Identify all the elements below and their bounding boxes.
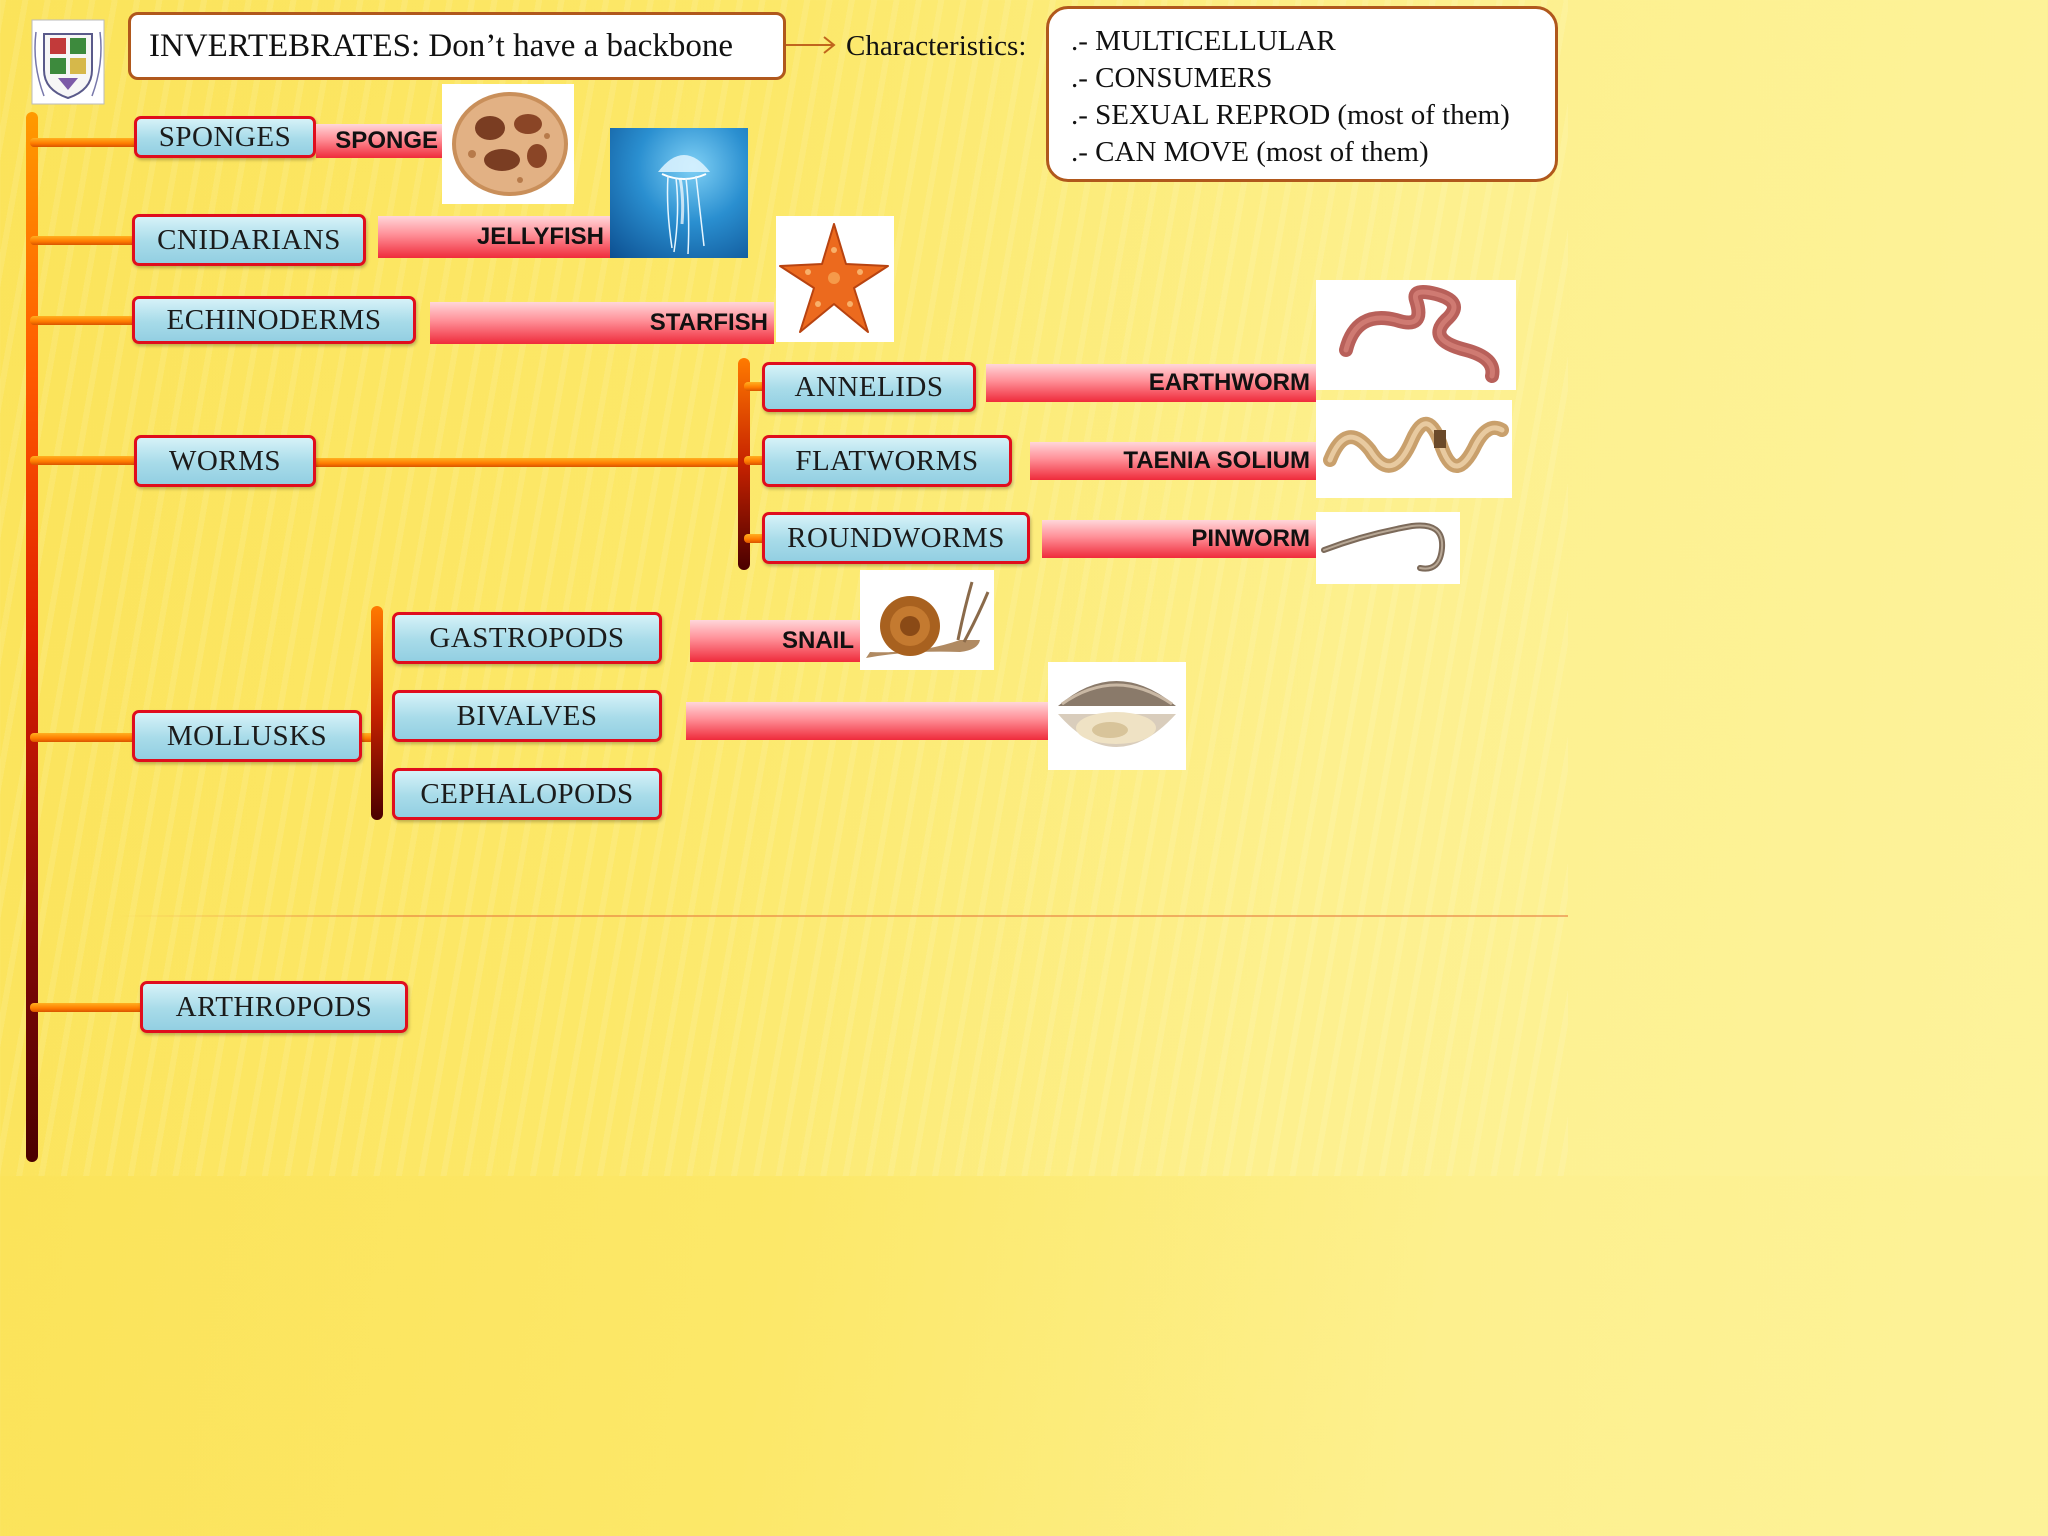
example-bar-bivalve xyxy=(686,702,1050,740)
worms-spine xyxy=(738,358,750,570)
example-label: EARTHWORM xyxy=(1148,369,1310,396)
snail-image xyxy=(860,570,994,670)
group-cnidarians[interactable]: CNIDARIANS xyxy=(132,214,366,266)
earthworm-image xyxy=(1316,280,1516,390)
subgroup-gastropods[interactable]: GASTROPODS xyxy=(392,612,662,664)
subgroup-bivalves[interactable]: BIVALVES xyxy=(392,690,662,742)
main-spine xyxy=(26,112,38,1162)
example-label: JELLYFISH xyxy=(476,223,604,250)
example-label: STARFISH xyxy=(649,309,768,336)
sponge-image xyxy=(442,84,574,204)
branch-connector xyxy=(744,534,766,543)
characteristic-item: .- MULTICELLULAR xyxy=(1071,25,1336,57)
group-label: WORMS xyxy=(168,444,282,477)
group-label: CNIDARIANS xyxy=(157,223,341,256)
worms-connector xyxy=(312,458,744,467)
subgroup-annelids[interactable]: ANNELIDS xyxy=(762,362,976,412)
mollusks-connector xyxy=(356,733,378,742)
characteristic-item: .- CONSUMERS xyxy=(1071,62,1273,94)
example-bar-sponge: SPONGE xyxy=(316,124,444,158)
group-worms[interactable]: WORMS xyxy=(134,435,316,487)
subgroup-flatworms[interactable]: FLATWORMS xyxy=(762,435,1012,487)
taenia-image xyxy=(1316,400,1512,498)
example-label: SPONGE xyxy=(335,127,438,154)
subgroup-label: ROUNDWORMS xyxy=(787,521,1005,554)
branch-connector xyxy=(744,456,766,465)
subgroup-label: CEPHALOPODS xyxy=(420,777,634,810)
group-arthropods[interactable]: ARTHROPODS xyxy=(140,981,408,1033)
example-label: SNAIL xyxy=(782,627,854,654)
starfish-image xyxy=(776,216,894,342)
example-bar-snail: SNAIL xyxy=(690,620,860,662)
characteristics-label: Characteristics: xyxy=(846,30,1027,62)
subgroup-roundworms[interactable]: ROUNDWORMS xyxy=(762,512,1030,564)
page-title: INVERTEBRATES: Don’t have a backbone xyxy=(128,12,786,80)
characteristics-box: .- MULTICELLULAR .- CONSUMERS .- SEXUAL … xyxy=(1046,6,1558,182)
group-label: ECHINODERMS xyxy=(166,303,382,336)
example-bar-starfish: STARFISH xyxy=(430,302,774,344)
school-logo xyxy=(30,18,106,106)
page-title-text: INVERTEBRATES: Don’t have a backbone xyxy=(149,27,733,64)
group-label: ARTHROPODS xyxy=(175,990,373,1023)
subgroup-label: ANNELIDS xyxy=(794,370,944,403)
branch-connector xyxy=(744,382,768,391)
example-label: TAENIA SOLIUM xyxy=(1123,447,1310,474)
group-label: SPONGES xyxy=(158,120,292,153)
clam-image xyxy=(1048,662,1186,770)
branch-connector xyxy=(30,138,140,147)
group-echinoderms[interactable]: ECHINODERMS xyxy=(132,296,416,344)
subgroup-cephalopods[interactable]: CEPHALOPODS xyxy=(392,768,662,820)
example-bar-jellyfish: JELLYFISH xyxy=(378,216,610,258)
branch-connector xyxy=(30,456,140,465)
branch-connector xyxy=(30,1003,146,1012)
pinworm-image xyxy=(1316,512,1460,584)
group-sponges[interactable]: SPONGES xyxy=(134,116,316,158)
arrow-right-icon xyxy=(786,34,838,56)
subgroup-label: GASTROPODS xyxy=(429,621,625,654)
branch-connector xyxy=(30,236,138,245)
example-bar-taenia: TAENIA SOLIUM xyxy=(1030,442,1316,480)
subgroup-label: FLATWORMS xyxy=(795,444,979,477)
mollusks-spine xyxy=(371,606,383,820)
group-mollusks[interactable]: MOLLUSKS xyxy=(132,710,362,762)
characteristic-item: .- CAN MOVE (most of them) xyxy=(1071,136,1429,168)
branch-connector xyxy=(30,316,138,325)
example-bar-earthworm: EARTHWORM xyxy=(986,364,1316,402)
subgroup-label: BIVALVES xyxy=(456,699,598,732)
example-bar-pinworm: PINWORM xyxy=(1042,520,1316,558)
example-label: PINWORM xyxy=(1191,525,1310,552)
group-label: MOLLUSKS xyxy=(166,719,328,752)
characteristic-item: .- SEXUAL REPROD (most of them) xyxy=(1071,99,1510,131)
divider-line xyxy=(118,915,1568,917)
jellyfish-image xyxy=(610,128,748,258)
branch-connector xyxy=(30,733,138,742)
